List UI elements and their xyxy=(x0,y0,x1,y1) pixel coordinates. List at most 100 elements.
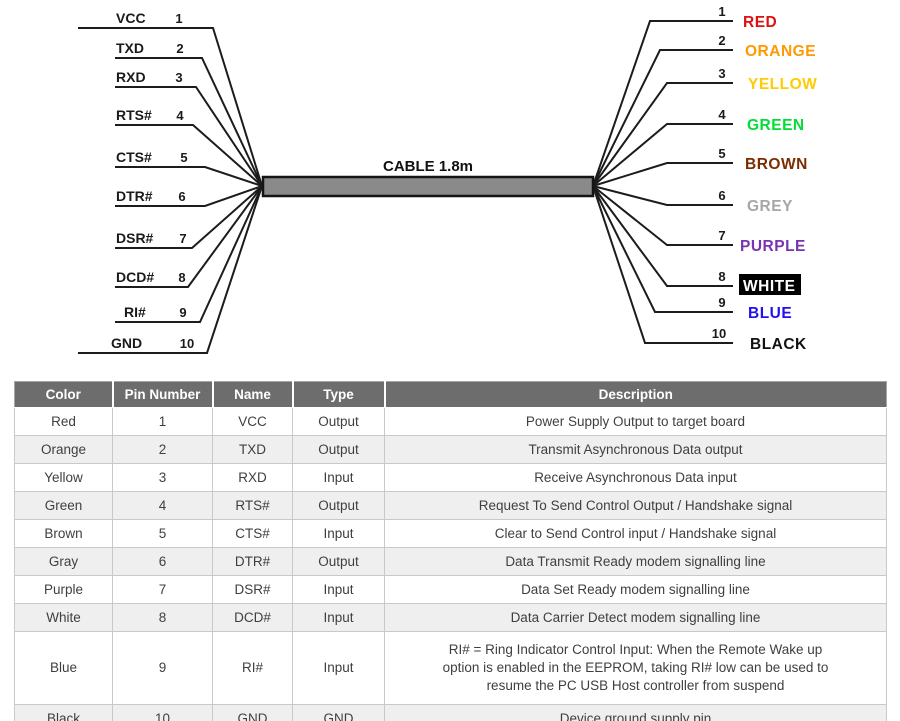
signal-label-cts: CTS# xyxy=(116,149,152,165)
cell-color: Red xyxy=(14,407,113,436)
cell-pin: 3 xyxy=(112,463,213,492)
wire-color-label-brown: BROWN xyxy=(745,156,808,173)
wire-color-label-red: RED xyxy=(743,14,777,31)
wire-color-label-orange: ORANGE xyxy=(745,43,816,60)
cell-pin: 4 xyxy=(112,491,213,520)
right-pin-number-10: 10 xyxy=(712,326,726,341)
wire-color-label-blue: BLUE xyxy=(748,305,792,322)
signal-label-rxd: RXD xyxy=(116,69,146,85)
cell-type: GND xyxy=(292,704,385,721)
cell-color: Green xyxy=(14,491,113,520)
signal-label-txd: TXD xyxy=(116,40,144,56)
table-row: Blue 9 RI# Input RI# = Ring Indicator Co… xyxy=(14,631,887,705)
wire-color-label-white: WHITE xyxy=(743,278,795,295)
cable-body xyxy=(261,175,595,198)
cell-color: White xyxy=(14,603,113,632)
wire-left-5 xyxy=(115,166,263,187)
wire-left-8 xyxy=(115,185,263,288)
wire-right-3 xyxy=(592,82,733,187)
right-pin-number-4: 4 xyxy=(718,107,726,122)
cell-name: DCD# xyxy=(212,603,293,632)
wire-color-label-black: BLACK xyxy=(750,336,807,353)
left-pin-number-9: 9 xyxy=(179,305,186,320)
cell-pin: 2 xyxy=(112,435,213,464)
right-pin-number-7: 7 xyxy=(718,228,725,243)
wire-right-9 xyxy=(592,185,733,313)
left-pin-number-5: 5 xyxy=(180,150,187,165)
wire-left-7 xyxy=(115,185,263,249)
wire-right-1 xyxy=(592,20,733,187)
right-pin-number-3: 3 xyxy=(718,66,725,81)
cell-type: Input xyxy=(292,519,385,548)
cell-description: Transmit Asynchronous Data output xyxy=(384,435,887,464)
cell-name: CTS# xyxy=(212,519,293,548)
wire-color-label-grey: GREY xyxy=(747,198,793,215)
cell-name: RXD xyxy=(212,463,293,492)
table-header-row: Color Pin Number Name Type Description xyxy=(14,381,887,408)
cell-description: Device ground supply pin xyxy=(384,704,887,721)
table-row: Yellow 3 RXD Input Receive Asynchronous … xyxy=(14,463,887,492)
signal-label-ri: RI# xyxy=(124,304,146,320)
cell-color: Black xyxy=(14,704,113,721)
cell-type: Input xyxy=(292,575,385,604)
white-label-background xyxy=(739,274,801,295)
header-type: Type xyxy=(291,381,385,408)
signal-label-gnd: GND xyxy=(111,335,142,351)
cell-description: Data Carrier Detect modem signalling lin… xyxy=(384,603,887,632)
wire-right-10 xyxy=(592,185,733,344)
wire-color-label-yellow: YELLOW xyxy=(748,76,817,93)
table-row: White 8 DCD# Input Data Carrier Detect m… xyxy=(14,603,887,632)
table-row: Red 1 VCC Output Power Supply Output to … xyxy=(14,407,887,436)
cell-name: RI# xyxy=(212,631,293,705)
wire-right-6 xyxy=(592,185,733,206)
cell-description: Data Transmit Ready modem signalling lin… xyxy=(384,547,887,576)
cell-type: Input xyxy=(292,603,385,632)
signal-label-dcd: DCD# xyxy=(116,269,154,285)
cell-description: Request To Send Control Output / Handsha… xyxy=(384,491,887,520)
left-pin-number-10: 10 xyxy=(180,336,194,351)
header-color: Color xyxy=(14,381,113,408)
cell-pin: 6 xyxy=(112,547,213,576)
right-pin-number-2: 2 xyxy=(718,33,725,48)
cell-color: Brown xyxy=(14,519,113,548)
cell-color: Yellow xyxy=(14,463,113,492)
wire-right-4 xyxy=(592,123,733,187)
wire-right-8 xyxy=(592,185,733,287)
cell-type: Output xyxy=(292,491,385,520)
right-pin-number-1: 1 xyxy=(718,4,725,19)
table-row: Brown 5 CTS# Input Clear to Send Control… xyxy=(14,519,887,548)
left-pin-number-6: 6 xyxy=(178,189,185,204)
header-name: Name xyxy=(211,381,293,408)
cell-description: Power Supply Output to target board xyxy=(384,407,887,436)
cell-name: VCC xyxy=(212,407,293,436)
right-pin-number-5: 5 xyxy=(718,146,725,161)
left-pin-number-1: 1 xyxy=(175,11,182,26)
right-pin-number-8: 8 xyxy=(718,269,725,284)
table-row: Purple 7 DSR# Input Data Set Ready modem… xyxy=(14,575,887,604)
signal-label-dsr: DSR# xyxy=(116,230,154,246)
wire-left-2 xyxy=(115,57,263,187)
cell-name: DTR# xyxy=(212,547,293,576)
left-pin-number-3: 3 xyxy=(175,70,182,85)
cell-pin: 8 xyxy=(112,603,213,632)
wire-left-3 xyxy=(115,86,263,187)
wire-left-9 xyxy=(115,185,263,323)
cell-type: Output xyxy=(292,435,385,464)
wire-color-label-purple: PURPLE xyxy=(740,238,806,255)
cell-name: DSR# xyxy=(212,575,293,604)
wire-right-7 xyxy=(592,185,733,246)
wire-color-label-green: GREEN xyxy=(747,117,805,134)
right-pin-number-9: 9 xyxy=(718,295,725,310)
wire-left-10 xyxy=(78,185,263,354)
cell-name: GND xyxy=(212,704,293,721)
signal-label-vcc: VCC xyxy=(116,10,146,26)
cell-color: Orange xyxy=(14,435,113,464)
cell-type: Output xyxy=(292,407,385,436)
table-row: Green 4 RTS# Output Request To Send Cont… xyxy=(14,491,887,520)
cable-label: CABLE 1.8m xyxy=(383,158,473,175)
table-row: Gray 6 DTR# Output Data Transmit Ready m… xyxy=(14,547,887,576)
cell-name: TXD xyxy=(212,435,293,464)
wire-right-2 xyxy=(592,49,733,187)
right-pin-number-6: 6 xyxy=(718,188,725,203)
